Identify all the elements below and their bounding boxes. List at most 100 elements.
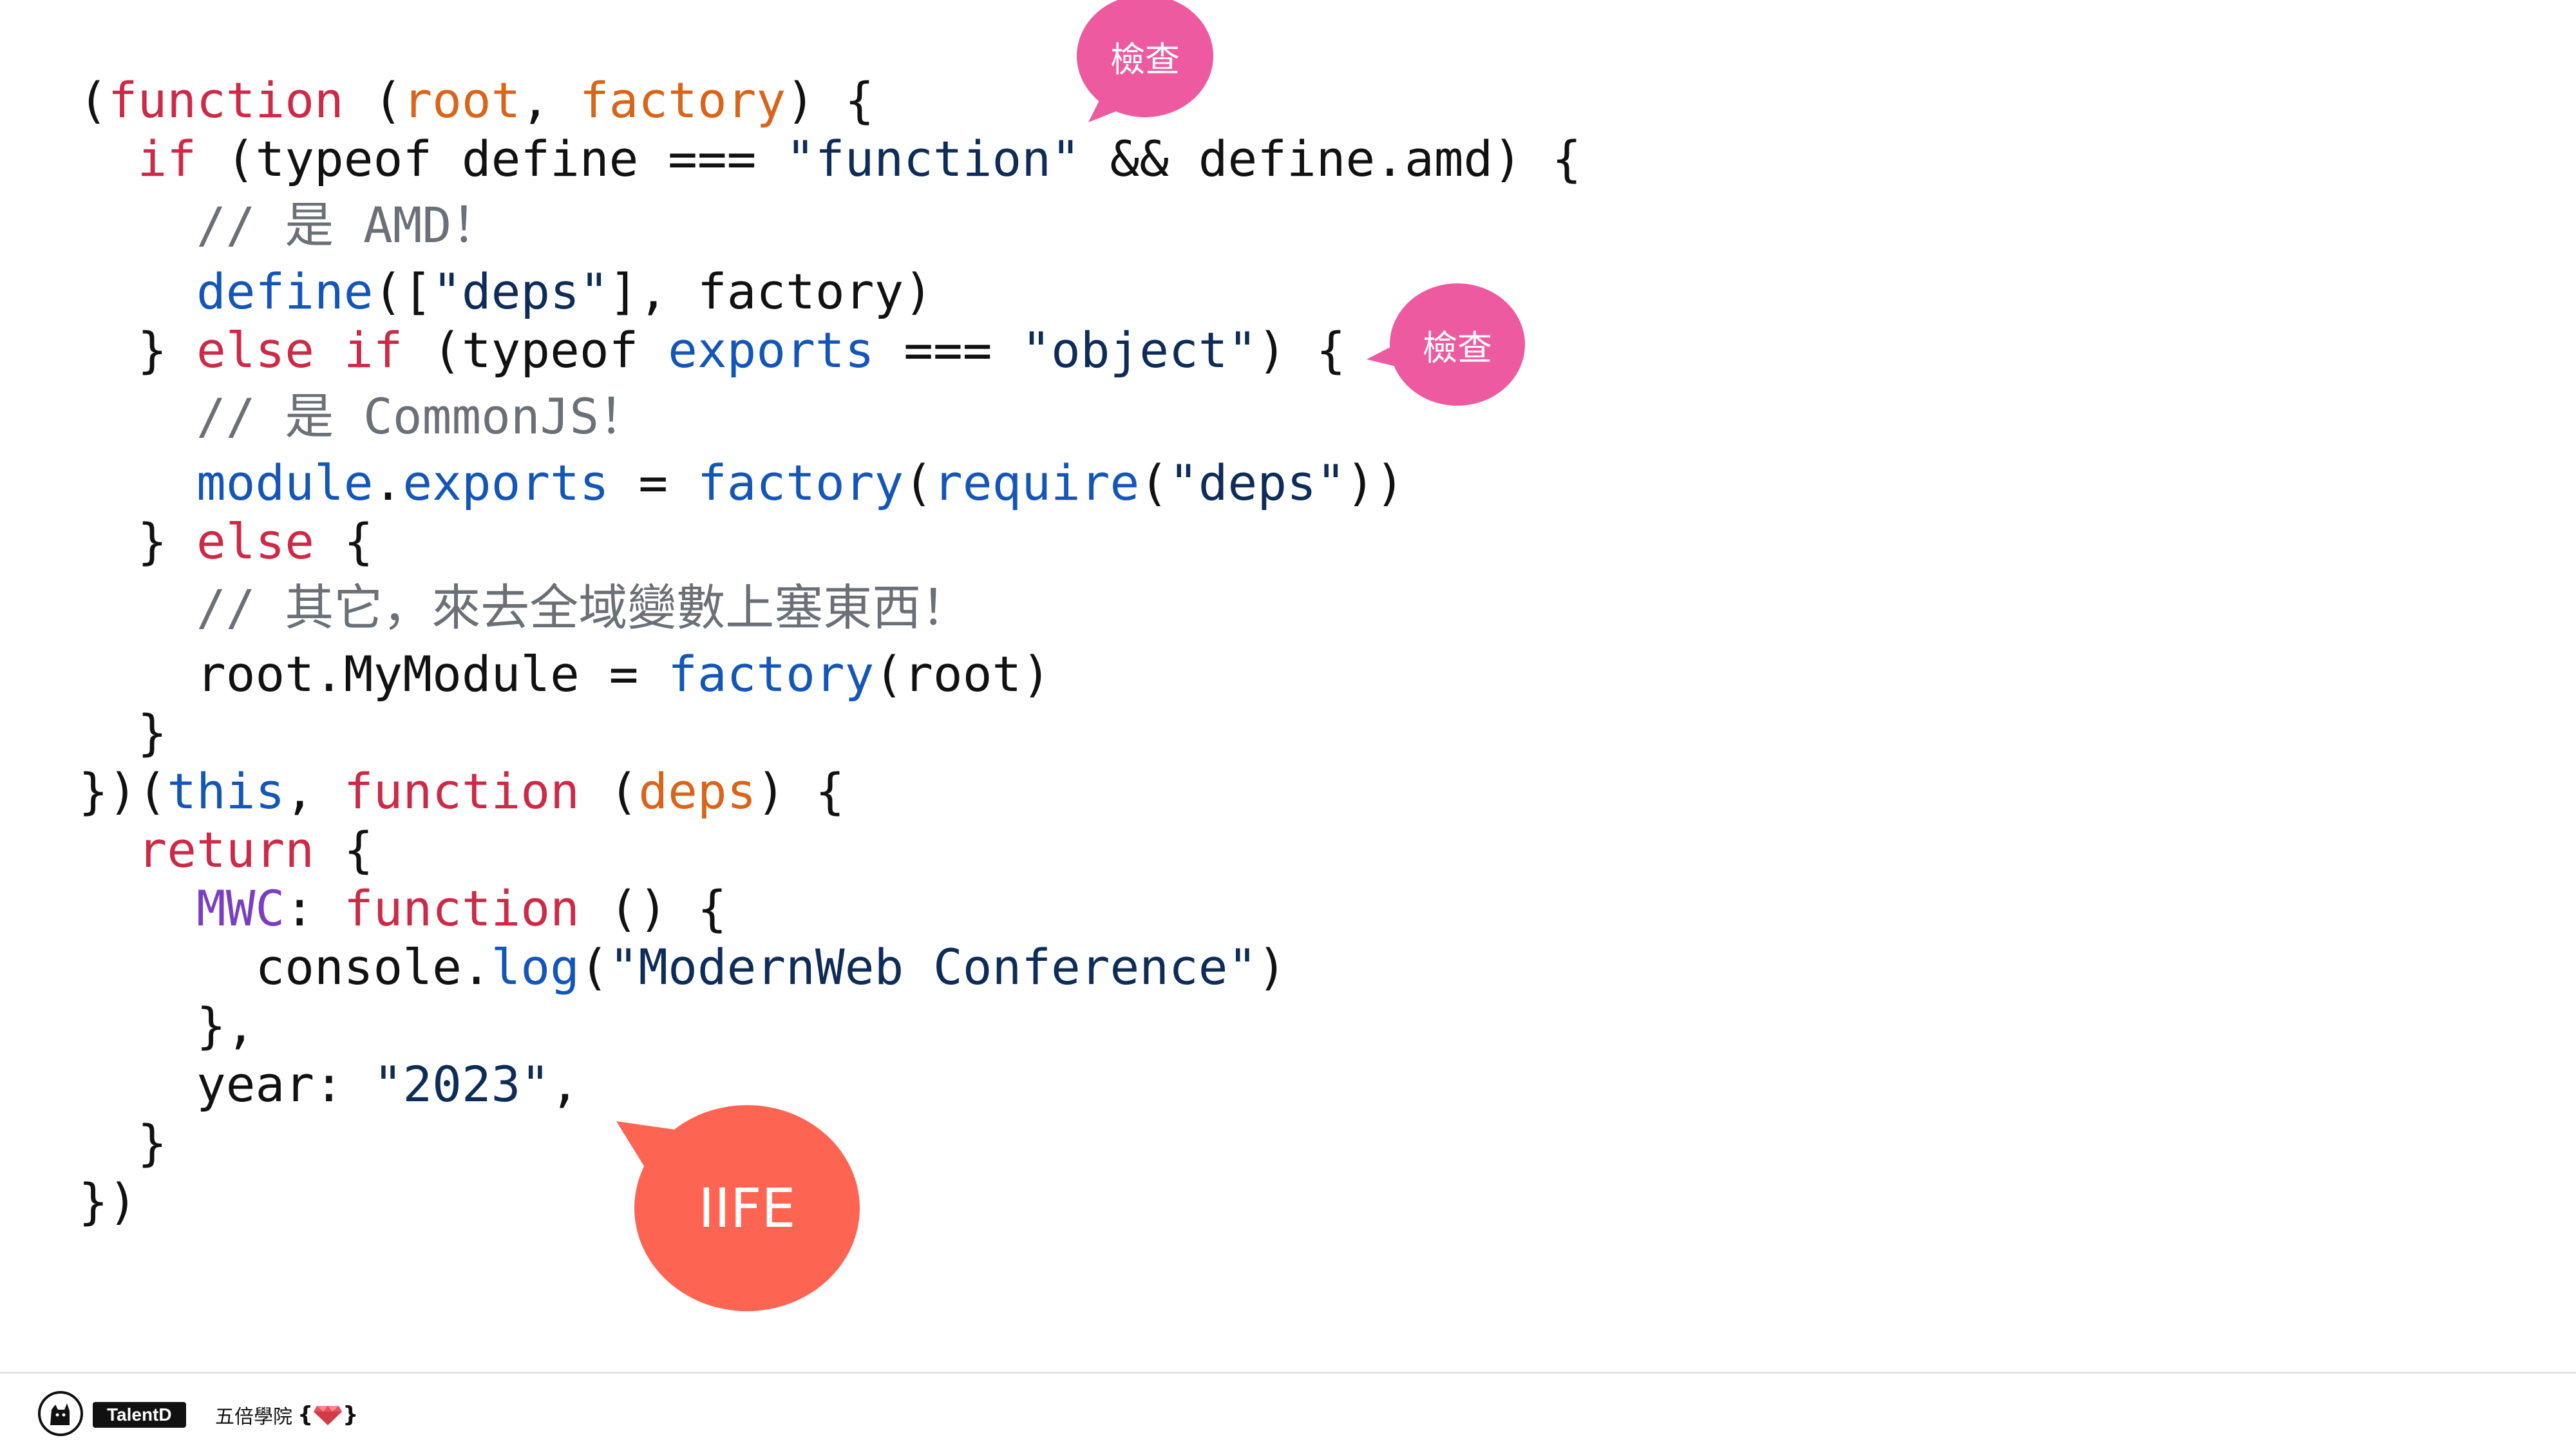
code-line: MWC: function () {: [79, 879, 1582, 938]
code-token: {: [314, 821, 374, 878]
code-line: year: "2023",: [79, 1055, 1582, 1113]
code-token: "2023": [373, 1056, 551, 1113]
code-line: return {: [79, 820, 1582, 879]
code-token: }: [79, 704, 167, 761]
code-token: })(: [79, 762, 167, 820]
code-token: }): [79, 1173, 138, 1230]
code-line: console.log("ModernWeb Conference"): [79, 938, 1582, 996]
code-line: } else {: [79, 512, 1582, 571]
code-token: define: [196, 263, 374, 320]
code-token: "ModernWeb Conference": [609, 938, 1258, 996]
code-token: (: [904, 454, 933, 511]
callout-check-amd: 檢查: [1077, 0, 1213, 117]
code-token: (: [579, 938, 609, 996]
code-token: root.MyModule =: [79, 645, 668, 703]
code-token: if: [137, 130, 197, 187]
code-token: (: [373, 71, 403, 129]
code-token: .: [373, 454, 403, 511]
code-token: "object": [1021, 321, 1258, 379]
code-token: else: [196, 513, 315, 570]
5xcamp-logo: 五倍學院 { }: [215, 1397, 358, 1433]
talentd-logo: TalentD: [93, 1402, 186, 1428]
code-token: function: [343, 880, 580, 937]
brace-close: }: [343, 1402, 359, 1428]
callout-iife: IIFE: [634, 1105, 860, 1311]
code-token: ): [1257, 938, 1287, 996]
code-token: }: [79, 513, 197, 570]
code-token: if: [343, 321, 403, 379]
code-block: (function (root, factory) { if (typeof d…: [79, 71, 1582, 1231]
code-line: })(this, function (deps) {: [79, 762, 1582, 820]
code-token: (typeof define ===: [196, 130, 786, 187]
cat-logo-icon: [38, 1391, 83, 1436]
callout-check-cjs-label: 檢查: [1423, 327, 1492, 368]
code-token: && define.amd) {: [1080, 130, 1582, 187]
code-token: ) {: [756, 762, 845, 820]
code-token: console.: [79, 938, 491, 996]
code-token: [79, 130, 138, 187]
code-line: }: [79, 1113, 1582, 1172]
code-token: module: [196, 454, 374, 511]
code-comment-line: // 其它，來去全域變數上塞東西！: [79, 571, 1582, 645]
code-token: return: [137, 821, 315, 878]
callout-check-cjs: 檢查: [1390, 283, 1525, 406]
code-token: },: [79, 997, 256, 1054]
code-comment-line: // 是 CommonJS！: [79, 379, 1582, 453]
code-comment-line: // 是 AMD！: [79, 188, 1582, 262]
code-token: "deps": [1169, 454, 1346, 511]
code-line: }: [79, 703, 1582, 762]
code-token: (: [79, 71, 108, 129]
ruby-gem-icon: [314, 1406, 343, 1425]
code-token: ) {: [1257, 321, 1346, 379]
code-line: define(["deps"], factory): [79, 262, 1582, 321]
code-line: },: [79, 996, 1582, 1055]
code-token: ,: [550, 1056, 580, 1113]
code-token: root: [402, 71, 521, 129]
code-token: exports: [668, 321, 875, 379]
code-token: function: [108, 71, 344, 129]
code-token: factory: [697, 454, 904, 511]
code-token: =: [609, 454, 697, 511]
code-token: year:: [79, 1056, 374, 1113]
code-token: ([: [373, 263, 433, 320]
code-token: ===: [874, 321, 1022, 379]
code-token: log: [491, 938, 580, 996]
code-token: }: [79, 1114, 167, 1171]
code-token: (typeof: [402, 321, 668, 379]
code-token: MWC: [196, 880, 285, 937]
code-token: // 是 CommonJS！: [79, 388, 649, 445]
callout-check-amd-label: 檢查: [1110, 39, 1180, 80]
callout-iife-label: IIFE: [698, 1177, 796, 1240]
code-token: "deps": [432, 263, 609, 320]
code-token: require: [933, 454, 1140, 511]
code-token: function: [343, 762, 580, 820]
footer: TalentD 五倍學院 { }: [0, 1374, 2576, 1449]
code-token: )): [1345, 454, 1405, 511]
code-token: else: [196, 321, 315, 379]
code-line: }): [79, 1172, 1582, 1231]
bubble-tail-iife: [616, 1121, 679, 1182]
code-token: [79, 454, 196, 511]
code-token: {: [314, 513, 374, 570]
code-token: () {: [579, 880, 727, 937]
code-token: [79, 263, 196, 320]
code-token: factory: [579, 71, 786, 129]
code-token: }: [79, 321, 197, 379]
code-line: (function (root, factory) {: [79, 71, 1582, 129]
code-token: :: [285, 880, 344, 937]
code-token: ], factory): [609, 263, 933, 320]
gem-logo: { }: [298, 1402, 358, 1428]
code-line: root.MyModule = factory(root): [79, 645, 1582, 703]
code-token: (: [579, 762, 639, 820]
code-token: [314, 321, 344, 379]
code-token: [79, 821, 138, 878]
code-token: // 其它，來去全域變數上塞東西！: [79, 579, 971, 636]
code-token: // 是 AMD！: [79, 196, 501, 254]
code-token: [344, 71, 374, 129]
code-token: ) {: [786, 71, 875, 129]
code-line: } else if (typeof exports === "object") …: [79, 321, 1582, 379]
school-name: 五倍學院: [215, 1406, 292, 1428]
brace-open: {: [298, 1402, 314, 1428]
code-line: if (typeof define === "function" && defi…: [79, 129, 1582, 188]
